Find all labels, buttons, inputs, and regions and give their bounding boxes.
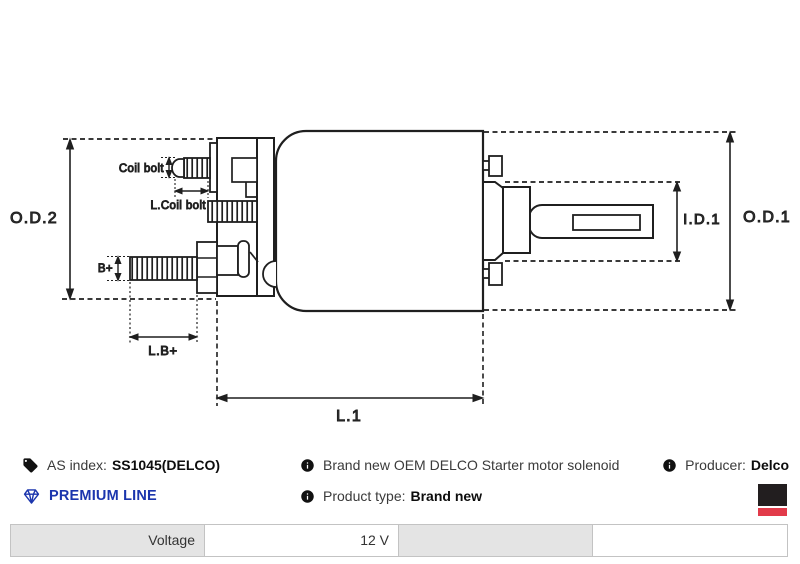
spec-label-cell-empty bbox=[399, 525, 593, 556]
info-icon bbox=[662, 458, 677, 473]
product-type-value: Brand new bbox=[410, 488, 483, 504]
info-icon bbox=[300, 489, 315, 504]
spec-value-cell-empty bbox=[593, 525, 787, 556]
solenoid-body bbox=[274, 129, 503, 313]
solenoid-tab-top bbox=[482, 155, 503, 177]
solenoid-diagram: O.D.2 O.D.1 I.D.1 bbox=[10, 129, 791, 426]
coil-terminal-stud bbox=[207, 200, 258, 223]
dimension-od1: O.D.1 bbox=[484, 130, 791, 312]
dimension-lines: O.D.2 O.D.1 I.D.1 bbox=[10, 130, 791, 426]
dimension-b-plus: B+ bbox=[97, 255, 130, 282]
description-item: Brand new OEM DELCO Starter motor soleno… bbox=[300, 456, 619, 474]
brand-logo bbox=[758, 484, 787, 516]
info-icon bbox=[300, 458, 315, 473]
dimension-id1: I.D.1 bbox=[505, 180, 721, 263]
spec-table: Voltage 12 V bbox=[10, 524, 788, 557]
dimension-od2: O.D.2 bbox=[10, 137, 216, 301]
dim-label-od2: O.D.2 bbox=[10, 210, 58, 227]
dim-label-lb-plus: L.B+ bbox=[148, 343, 178, 358]
product-type-item: Product type: Brand new bbox=[300, 487, 482, 505]
producer-item: Producer: Delco bbox=[662, 456, 789, 474]
diamond-icon bbox=[22, 488, 41, 505]
dim-label-l1: L.1 bbox=[336, 408, 362, 425]
dimension-lb-plus: L.B+ bbox=[128, 282, 199, 359]
as-index-value: SS1045(DELCO) bbox=[111, 457, 221, 473]
coil-bolt bbox=[171, 157, 211, 179]
dim-label-od1: O.D.1 bbox=[743, 209, 791, 226]
solenoid-tab-bottom bbox=[482, 262, 503, 286]
spec-label-cell: Voltage bbox=[11, 525, 205, 556]
as-index-label: AS index: bbox=[47, 457, 107, 473]
dimension-coil-bolt: Coil bolt bbox=[118, 156, 176, 179]
solenoid-plunger bbox=[482, 181, 654, 261]
as-index-item: AS index: SS1045(DELCO) bbox=[22, 456, 220, 474]
product-type-label: Product type: bbox=[323, 488, 406, 504]
dim-label-id1: I.D.1 bbox=[683, 211, 721, 228]
dimension-l-coil-bolt: L.Coil bolt bbox=[150, 179, 210, 213]
b-plus-terminal bbox=[129, 240, 250, 294]
producer-value: Delco bbox=[750, 457, 789, 473]
premium-line-item: PREMIUM LINE bbox=[22, 487, 157, 505]
dim-label-b-plus: B+ bbox=[98, 263, 113, 275]
description-text: Brand new OEM DELCO Starter motor soleno… bbox=[323, 457, 620, 473]
dim-label-coil-bolt: Coil bolt bbox=[119, 163, 165, 175]
tag-icon bbox=[22, 457, 39, 474]
spec-value-cell: 12 V bbox=[205, 525, 399, 556]
dim-label-l-coil-bolt: L.Coil bolt bbox=[150, 200, 206, 212]
premium-line-label: PREMIUM LINE bbox=[49, 488, 157, 504]
dimension-l1: L.1 bbox=[215, 301, 485, 426]
producer-label: Producer: bbox=[685, 457, 746, 473]
